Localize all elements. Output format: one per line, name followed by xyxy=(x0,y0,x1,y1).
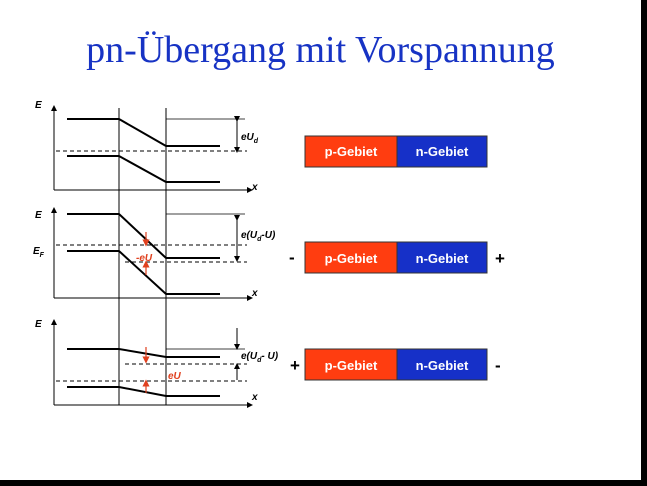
right-polarity-sign: + xyxy=(495,249,505,268)
band-diagrams: E x eUd E x EF e(Ud-U) -eU xyxy=(33,100,505,408)
band-diagram-forward-bias: E x e(Ud- U) eU xyxy=(35,319,279,408)
p-region-label: p-Gebiet xyxy=(325,251,378,266)
conduction-band xyxy=(67,213,220,259)
n-region xyxy=(396,241,488,274)
barrier-label-main: e(U xyxy=(241,230,258,241)
fermi-label-main: E xyxy=(33,246,40,257)
p-region-label: p-Gebiet xyxy=(325,358,378,373)
fermi-level-label: EF xyxy=(33,246,45,259)
junction-block-forward-bias: + p-Gebiet n-Gebiet - xyxy=(290,348,501,381)
energy-axis-label: E xyxy=(35,210,42,221)
left-polarity-sign: - xyxy=(289,248,295,267)
energy-axis-label: E xyxy=(35,319,42,330)
valence-band xyxy=(67,250,220,295)
n-region-label: n-Gebiet xyxy=(416,358,469,373)
band-diagram-reverse-bias: E x EF e(Ud-U) -eU xyxy=(33,207,276,301)
barrier-label-tail: - U) xyxy=(261,351,278,362)
junction-block-reverse-bias: - p-Gebiet n-Gebiet + xyxy=(289,241,505,274)
junction-block-equilibrium: p-Gebiet n-Gebiet xyxy=(304,135,488,168)
barrier-label-sub: d xyxy=(257,236,262,243)
barrier-height-label: e(Ud-U) xyxy=(241,230,276,243)
position-axis-label: x xyxy=(251,288,258,299)
barrier-label-main: eU xyxy=(241,132,255,143)
barrier-height-label: eUd xyxy=(241,132,259,145)
left-polarity-sign: + xyxy=(290,356,300,375)
p-region-label: p-Gebiet xyxy=(325,144,378,159)
fermi-label-sub: F xyxy=(40,252,45,259)
slide-title: pn-Übergang mit Vorspannung xyxy=(86,29,555,71)
n-region xyxy=(396,135,488,168)
n-region-label: n-Gebiet xyxy=(416,144,469,159)
barrier-label-tail: -U) xyxy=(261,230,276,241)
barrier-height-label: e(Ud- U) xyxy=(241,351,279,364)
energy-axis-label: E xyxy=(35,100,42,111)
conduction-band xyxy=(67,348,220,358)
n-region xyxy=(396,348,488,381)
valence-band xyxy=(67,386,220,397)
barrier-label-sub: d xyxy=(254,138,259,145)
conduction-band xyxy=(67,118,220,147)
position-axis-label: x xyxy=(251,392,258,403)
valence-band xyxy=(67,155,220,183)
barrier-label-main: e(U xyxy=(241,351,258,362)
band-diagram-equilibrium: E x eUd xyxy=(35,100,259,193)
bias-label: eU xyxy=(168,371,182,382)
position-axis-label: x xyxy=(251,182,258,193)
right-polarity-sign: - xyxy=(495,356,501,375)
bias-label: -eU xyxy=(136,253,153,264)
barrier-label-sub: d xyxy=(257,357,262,364)
n-region-label: n-Gebiet xyxy=(416,251,469,266)
